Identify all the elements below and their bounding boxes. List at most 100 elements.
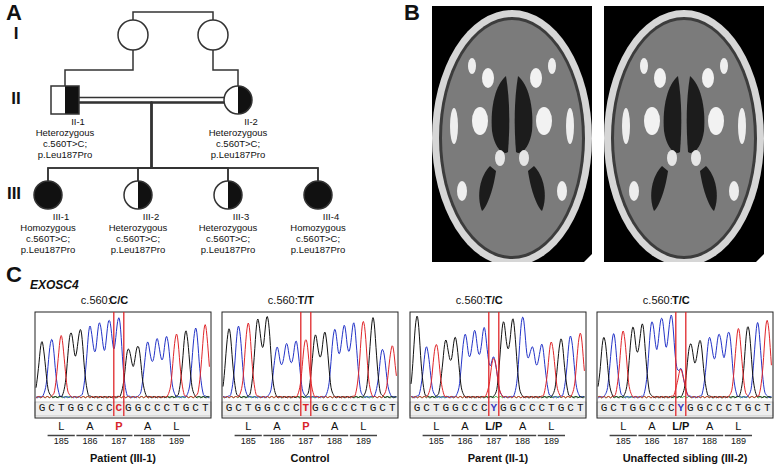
individual-id: II-1 [71,116,85,127]
amino-acid: A [648,420,655,433]
amino-acid: A [461,420,468,433]
residue-number: 188 [140,436,155,447]
position-label: c.560: [456,294,486,307]
position-label: c.560: [81,294,111,307]
female-symbol [222,84,254,116]
highlight-line [488,312,489,416]
amino-acid: A [519,420,526,433]
connector-stroke [79,97,224,99]
female-symbol [118,20,148,50]
chromatogram [222,312,398,436]
male-symbol [49,84,81,116]
individual-id: III-4 [323,211,339,222]
residue-number: 189 [169,436,184,447]
panel-frame [222,312,398,418]
genotype-text: Heterozygous c.560T>C; p.Leu187Pro [36,127,95,160]
residue-number: 188 [515,436,530,447]
sample-caption: Unaffected sibling (III-2) [623,452,748,465]
residue-number: 189 [544,436,559,447]
residue-number: 189 [356,436,371,447]
sequence: GGCCCTGCT [312,402,398,415]
female-symbol [212,179,244,211]
trace [411,316,584,398]
amino-acid: L [245,420,251,433]
amino-acid: A [331,420,338,433]
sibship-line [133,12,213,20]
genotype-text: Heterozygous c.560T>C; p.Leu187Pro [109,222,168,255]
pedigree-line [79,103,228,182]
residue-number: 186 [269,436,284,447]
generation-label: II [11,89,20,109]
genotype: T/C [672,294,690,307]
connector-stroke [79,103,318,182]
pedigree-founders [65,12,238,86]
sequence-strip [35,402,211,416]
amino-acid: L [173,420,179,433]
chromatogram [35,312,211,436]
sequence-strip [410,402,586,416]
genotype: C/C [109,294,128,307]
sample-caption: Patient (III-1) [90,452,156,465]
sequence: GCTGGCCC [414,402,491,415]
chromatogram [410,312,586,436]
gene-name: EXOSC4 [30,278,79,292]
amino-acid: P [302,420,309,433]
highlight-line [498,312,499,416]
residue-number: 187 [111,436,126,447]
pedigree-individual: II-1Heterozygous c.560T>C; p.Leu187Pro [36,84,95,160]
amino-acid: P [115,420,122,433]
highlight-line [310,312,311,416]
trace [598,320,771,398]
individual-id: III-3 [233,211,249,222]
descent-line [213,50,238,86]
trace [411,333,584,398]
residue-number: 187 [486,436,501,447]
sequence: GCTGGCCC [226,402,303,415]
pedigree-individual: III-2Heterozygous c.560T>C; p.Leu187Pro [109,179,168,255]
amino-acid: A [273,420,280,433]
variant-base: T [303,402,313,415]
trace [411,317,584,398]
trace [223,321,396,398]
panel-letter: A [6,0,22,26]
residue-number: 186 [644,436,659,447]
sample-caption: Control [290,452,329,465]
generation-label: III [7,184,21,204]
trace [598,315,771,398]
sequence-strip [597,402,773,416]
pedigree-individual: II-2Heterozygous c.560T>C; p.Leu187Pro [209,84,268,160]
female-symbol [32,179,64,211]
amino-acid: L [620,420,626,433]
panel-frame [410,312,586,418]
residue-number: 187 [298,436,313,447]
sequence: GCTGGCCC [601,402,678,415]
female-symbol [198,20,228,50]
amino-acid: A [144,420,151,433]
residue-number: 186 [457,436,472,447]
sequence-strip [222,402,398,416]
generation-label: I [14,24,19,44]
pedigree-individual: III-1Homozygous c.560T>C; p.Leu187Pro [20,179,75,255]
panel-letter: C [6,262,22,288]
variant-base: Y [678,402,688,415]
panel-frame [597,312,773,418]
residue-number: 188 [327,436,342,447]
sequence: GGCCCTGCT [687,402,773,415]
amino-acid: L [360,420,366,433]
highlight-line [123,312,124,416]
ct-scan [604,6,764,266]
panel-letter: B [404,0,420,26]
connector-stroke [79,103,228,182]
residue-number: 189 [731,436,746,447]
highlight-line [685,312,686,416]
descent-line [65,50,133,86]
residue-number: 185 [616,436,631,447]
position-label: c.560: [643,294,673,307]
residue-number: 188 [702,436,717,447]
individual-id: III-1 [53,211,69,222]
pedigree-line [79,103,152,182]
pedigree-individual: III-4Homozygous c.560T>C; p.Leu187Pro [290,179,345,255]
highlight-line [675,312,676,416]
trace [36,325,209,398]
residue-number: 185 [429,436,444,447]
